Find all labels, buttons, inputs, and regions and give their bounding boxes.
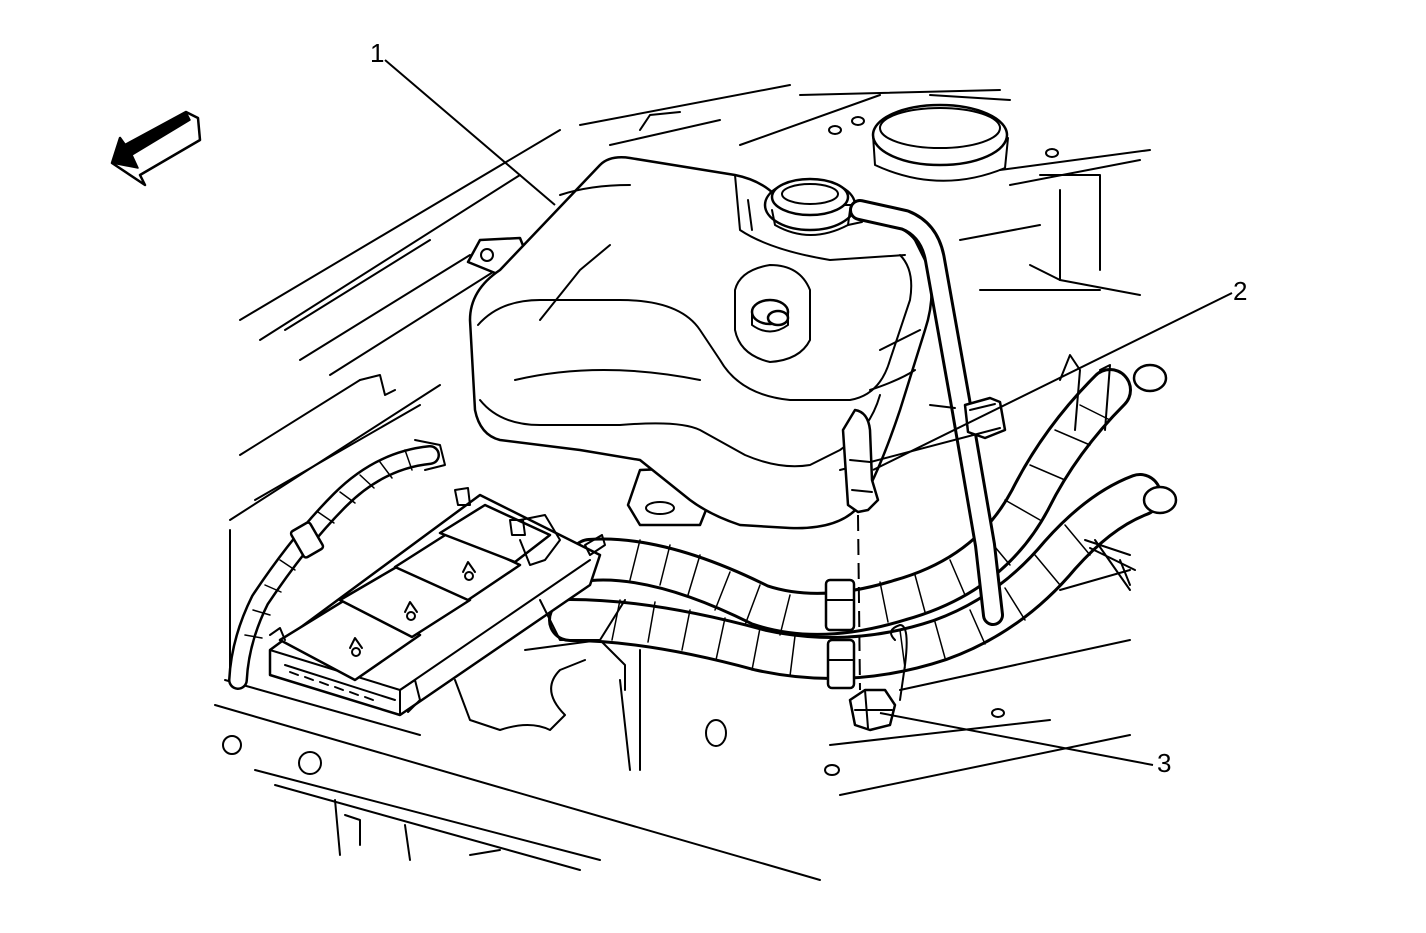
body-panel-lines xyxy=(214,84,1151,881)
wiring-harness xyxy=(548,354,1178,701)
callout-3: 3 xyxy=(1157,748,1171,778)
electrical-center-box xyxy=(268,487,626,731)
leader-line-2 xyxy=(872,292,1233,471)
leader-line-3 xyxy=(879,712,1154,766)
coolant-reservoir xyxy=(466,156,933,530)
callout-1: 1 xyxy=(370,38,384,68)
hose-retainer-bracket xyxy=(841,408,897,732)
callout-labels: 1 2 3 xyxy=(370,38,1247,778)
leader-line-1 xyxy=(384,59,556,206)
coolant-vent-hose xyxy=(839,199,1007,626)
left-wiring-harness xyxy=(228,439,446,690)
front-direction-arrow-icon xyxy=(110,110,202,187)
callout-leaders xyxy=(384,59,1233,766)
air-intake-duct xyxy=(871,103,1009,182)
callout-2: 2 xyxy=(1233,276,1247,306)
